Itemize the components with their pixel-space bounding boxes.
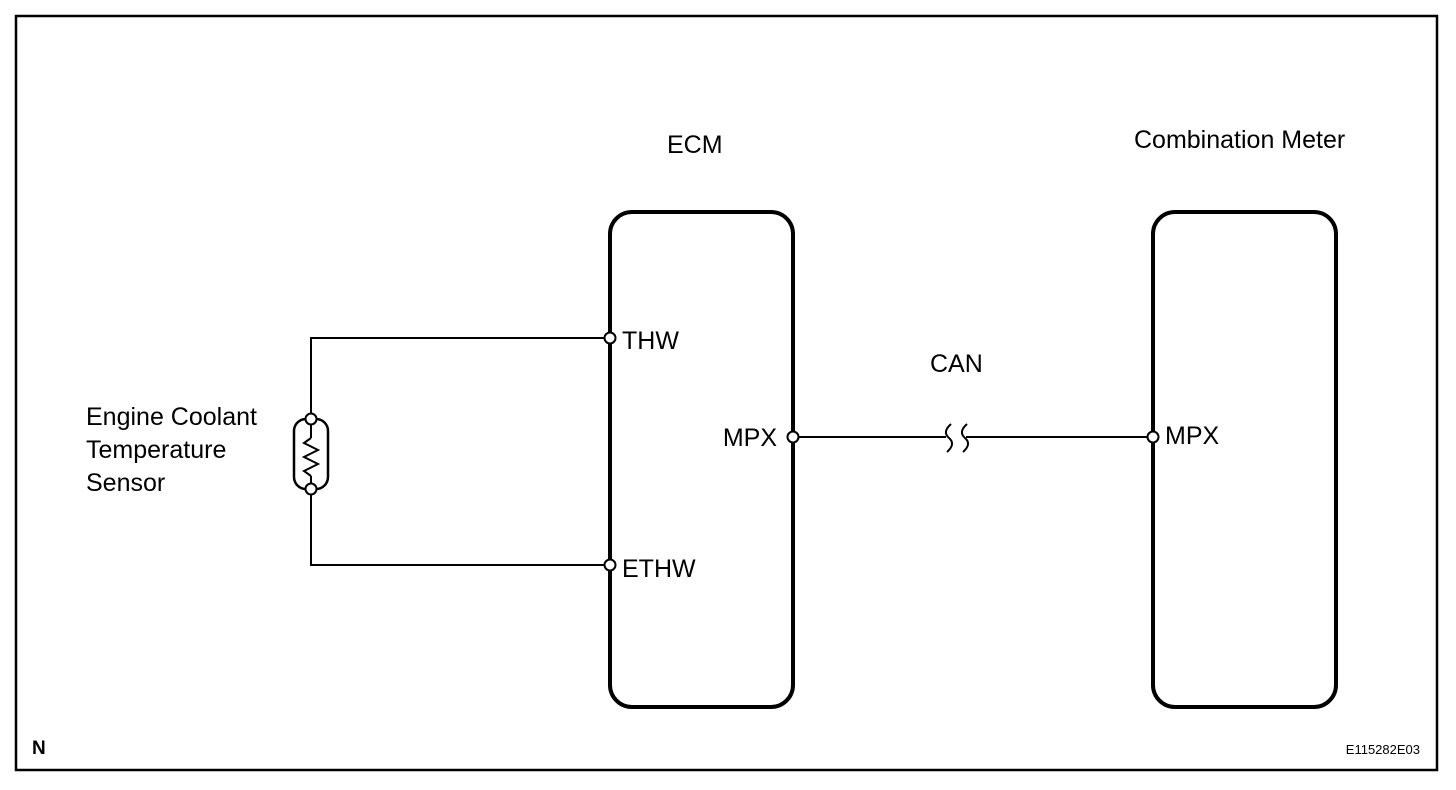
ethw-terminal-label: ETHW [622,555,696,583]
ethw-wire [310,489,604,566]
ecm-box [608,210,795,709]
sensor-label: Engine Coolant Temperature Sensor [86,401,257,500]
meter-mpx-terminal-label: MPX [1165,422,1220,450]
sensor-label-line-1: Engine Coolant [86,403,257,431]
meter-mpx-terminal [1146,430,1160,444]
coolant-temperature-sensor-symbol [292,412,330,496]
corner-code-left: N [32,738,46,759]
diagram-frame [14,14,1439,772]
thw-terminal-label: THW [622,327,679,355]
ecm-mpx-terminal [786,430,800,444]
can-break-symbol [945,423,969,453]
sensor-label-line-2: Temperature [86,436,227,464]
combination-meter-box [1151,210,1338,709]
ecm-mpx-terminal-label: MPX [722,424,777,452]
ecm-thw-terminal [603,331,617,345]
can-bus-label: CAN [930,350,983,378]
ecm-ethw-terminal [603,558,617,572]
combination-meter-label: Combination Meter [1134,126,1346,154]
thw-wire [310,337,604,419]
figure-id: E115282E03 [1345,742,1420,757]
sensor-label-line-3: Sensor [86,469,166,497]
ecm-label: ECM [667,131,723,159]
